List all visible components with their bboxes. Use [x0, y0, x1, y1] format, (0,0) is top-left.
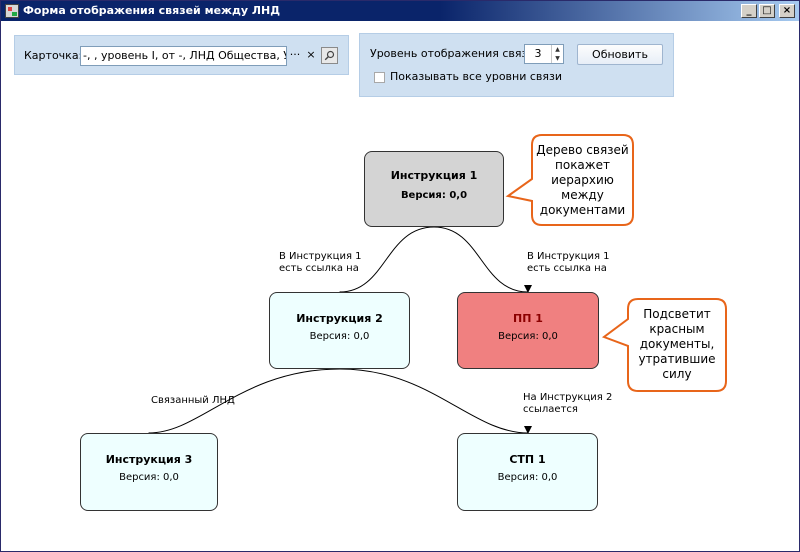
card-label: Карточка: [24, 49, 83, 62]
node-version: Версия: 0,0 [119, 472, 179, 483]
callout-bubble [505, 134, 634, 226]
doc-node[interactable]: Инструкция 3 Версия: 0,0 [80, 433, 218, 511]
refresh-button[interactable]: Обновить [577, 44, 663, 65]
node-title: СТП 1 [509, 453, 546, 466]
node-version: Версия: 0,0 [497, 472, 558, 483]
clear-icon[interactable]: × [306, 48, 316, 61]
node-version: Версия: 0,0 [400, 190, 468, 201]
doc-node[interactable]: Инструкция 1 Версия: 0,0 [364, 151, 504, 227]
node-title: Инструкция 3 [105, 453, 193, 466]
card-panel: Карточка: -, , уровень I, от -, ЛНД Обще… [14, 35, 349, 75]
levels-panel: Уровень отображения связей: 3 ▲ ▼ Обнови… [359, 33, 674, 97]
spin-down-icon[interactable]: ▼ [555, 55, 560, 62]
card-field[interactable]: -, , уровень I, от -, ЛНД Общества, Утра… [80, 46, 287, 66]
edge-connector [339, 368, 533, 434]
show-all-checkbox[interactable] [374, 72, 385, 83]
edge-connector [145, 368, 341, 441]
spin-up-icon[interactable]: ▲ [555, 46, 560, 53]
level-value[interactable]: 3 [534, 47, 542, 60]
doc-node[interactable]: СТП 1 Версия: 0,0 [457, 433, 598, 511]
title-bar[interactable]: Форма отображения связей между ЛНД _ □ × [1, 1, 799, 21]
level-label: Уровень отображения связей: [370, 47, 545, 60]
callout-text: Дерево связей покажет иерархию между док… [536, 143, 629, 217]
edge-connector [433, 226, 533, 293]
level-stepper[interactable]: 3 ▲ ▼ [524, 44, 564, 64]
magnifier-icon [324, 50, 335, 61]
show-all-label: Показывать все уровни связи [390, 70, 563, 83]
doc-node-expired[interactable]: ПП 1 Версия: 0,0 [457, 292, 599, 369]
app-icon [5, 4, 19, 18]
callout-text: Подсветит красным документы, утратившие … [638, 307, 716, 381]
browse-button[interactable]: ··· [289, 48, 301, 61]
close-button[interactable]: × [779, 4, 795, 18]
minimize-button[interactable]: _ [741, 4, 757, 18]
node-title: Инструкция 1 [390, 169, 478, 182]
callout-bubble [601, 298, 727, 392]
maximize-button[interactable]: □ [759, 4, 775, 18]
window-title: Форма отображения связей между ЛНД [23, 4, 281, 17]
node-version: Версия: 0,0 [498, 331, 558, 342]
node-title: Инструкция 2 [296, 312, 383, 325]
node-version: Версия: 0,0 [309, 331, 370, 342]
edge-label: Связанный ЛНД [151, 395, 235, 406]
edge-connector [336, 226, 435, 300]
node-title: ПП 1 [513, 312, 543, 325]
lookup-button[interactable] [321, 47, 338, 64]
doc-node[interactable]: Инструкция 2 Версия: 0,0 [269, 292, 410, 369]
